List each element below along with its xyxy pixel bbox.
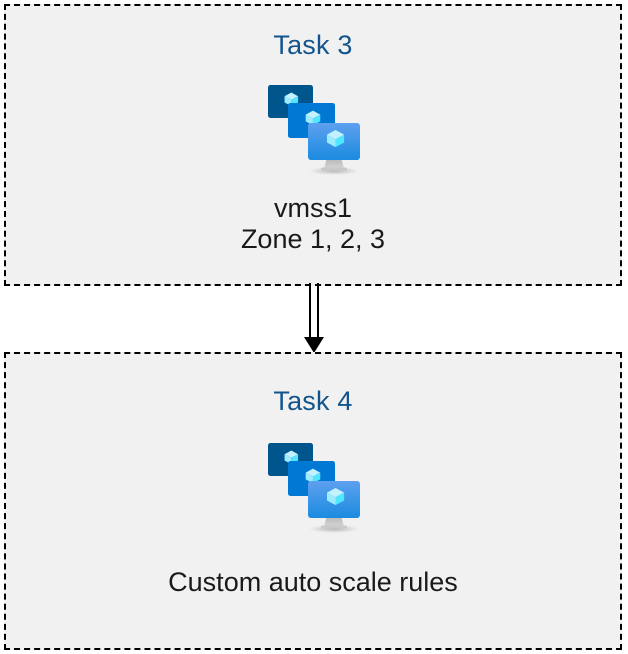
azure-vm-scale-set-icon [268,85,360,175]
task3-labels: vmss1 Zone 1, 2, 3 [241,193,385,254]
task3-label-0: vmss1 [273,193,352,223]
task3-label-1: Zone 1, 2, 3 [240,223,386,254]
task4-title: Task 4 [273,386,353,416]
task3-title: Task 3 [273,30,353,60]
task4-label-0: Custom auto scale rules [168,567,458,597]
task-box-task4[interactable]: Task 4 [4,352,622,650]
azure-vm-scale-set-icon [268,443,360,533]
task4-labels: Custom auto scale rules [168,567,458,598]
task-box-task3[interactable]: Task 3 [4,4,622,286]
connector-arrow-down [304,283,324,353]
